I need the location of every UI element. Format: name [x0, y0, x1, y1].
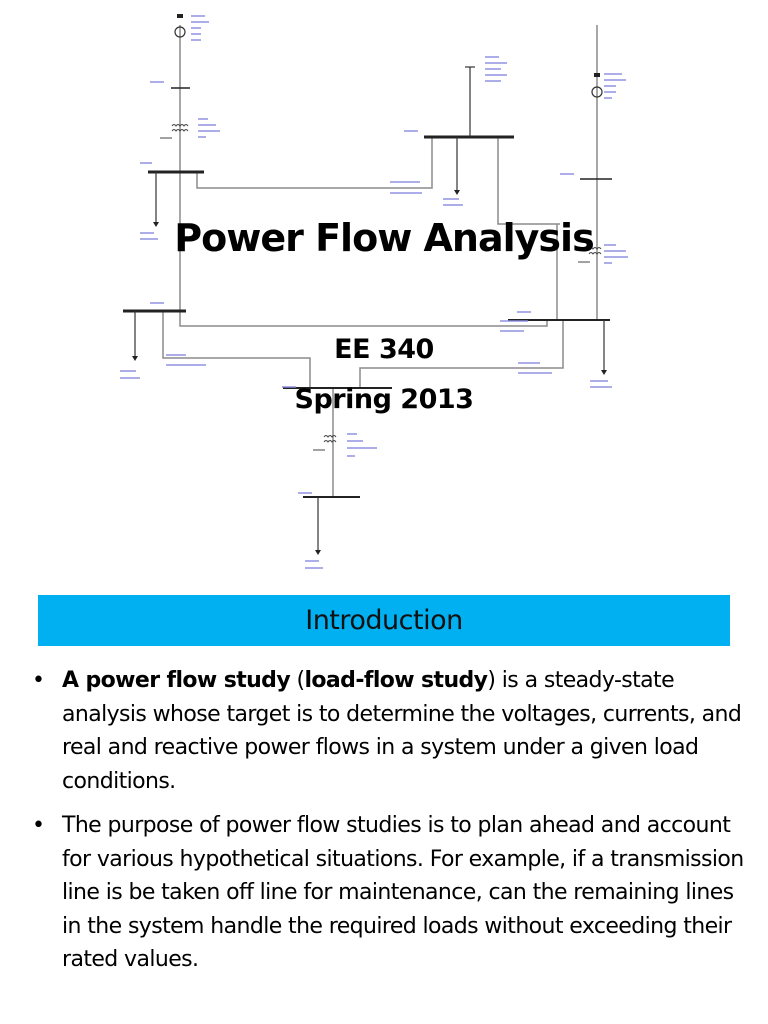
title-slide: Power Flow Analysis EE 340 Spring 2013 — [0, 14, 768, 569]
bullet-icon: • — [32, 813, 45, 838]
title-text: Power Flow Analysis — [174, 216, 594, 260]
bullet-item: • A power flow study (load-flow study) i… — [28, 664, 744, 798]
bullet-list: • A power flow study (load-flow study) i… — [28, 664, 744, 988]
bullet-item: • The purpose of power flow studies is t… — [28, 809, 744, 977]
section-header-text: Introduction — [305, 605, 463, 636]
one-line-diagram — [120, 14, 628, 569]
text-run: ) is a steady-state analysis whose targe… — [62, 668, 742, 794]
course-code: EE 340 — [334, 334, 434, 365]
bullet-icon: • — [32, 668, 45, 693]
text-run: ( — [290, 668, 305, 693]
term: Spring 2013 — [294, 384, 474, 415]
section-header: Introduction — [38, 595, 730, 646]
bold-term: load-flow study — [304, 668, 488, 693]
bold-term: A power flow study — [62, 668, 291, 693]
text-run: The purpose of power flow studies is to … — [62, 813, 744, 972]
slide-title: Power Flow Analysis — [0, 216, 768, 260]
